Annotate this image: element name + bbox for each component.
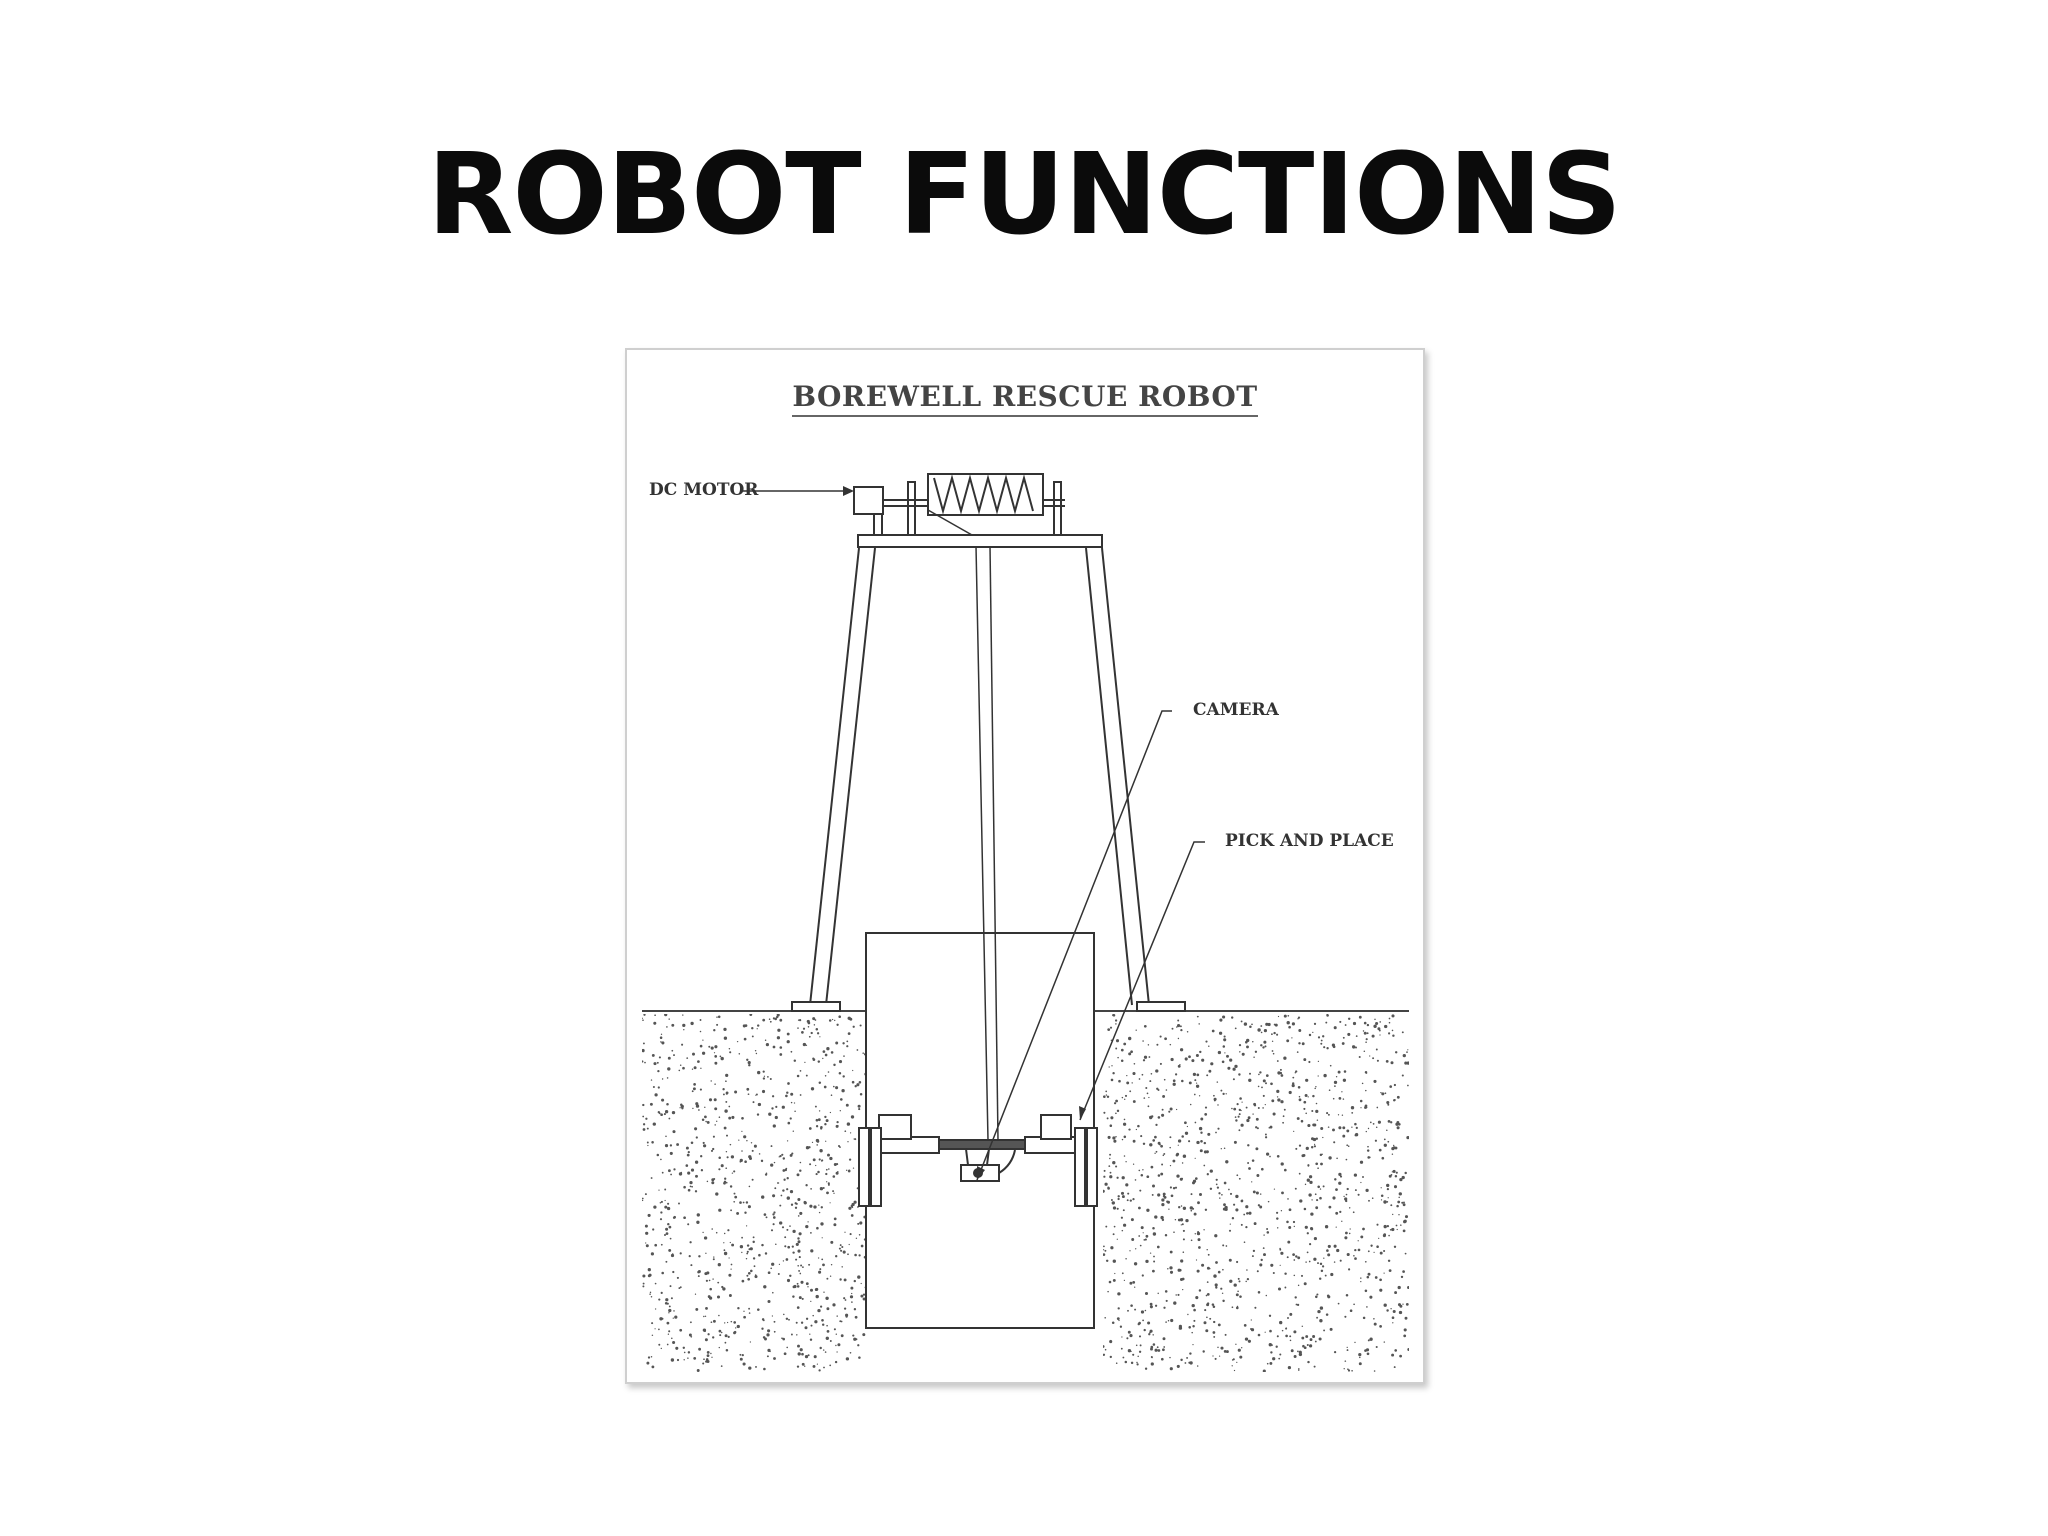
camera-leader (976, 710, 1172, 1181)
dc-motor (853, 486, 884, 515)
winch-spring (933, 474, 1034, 515)
tripod-foot-right (1136, 1001, 1186, 1012)
winch-drum (927, 473, 1044, 516)
robot-assembly (858, 1114, 1098, 1207)
winch-support-right (1053, 481, 1062, 536)
diagram-title-text: BOREWELL RESCUE ROBOT (792, 380, 1258, 417)
camera-label: CAMERA (1193, 700, 1279, 720)
slide-title: ROBOT FUNCTIONS (427, 130, 1621, 260)
pick-and-place-label: PICK AND PLACE (1225, 831, 1394, 851)
soil-left (642, 1014, 866, 1372)
tripod-foot-left (791, 1001, 841, 1012)
borewell-diagram-drawing (642, 473, 1409, 1372)
pick-place-leader (1079, 841, 1205, 1121)
top-platform (857, 534, 1103, 548)
diagram-title: BOREWELL RESCUE ROBOT (627, 380, 1423, 417)
dc-motor-label: DC MOTOR (649, 480, 759, 500)
soil-right (1103, 1014, 1409, 1372)
rope-left (975, 545, 989, 1141)
tripod-legs (809, 547, 1150, 1006)
winch-support-left (907, 481, 916, 536)
rope-right (989, 545, 999, 1141)
diagram-figure: BOREWELL RESCUE ROBOT DC MOTOR CAMERA PI… (625, 348, 1425, 1384)
